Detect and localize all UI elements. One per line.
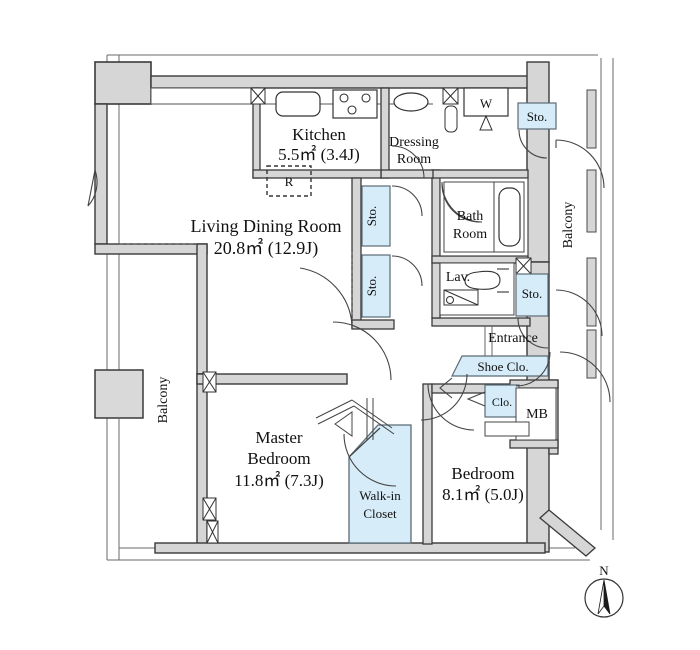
balcony-right-label: Balcony — [561, 202, 576, 249]
dressing-label-line1: Dressing — [389, 135, 439, 150]
structural-column-top-left — [94, 61, 152, 105]
washer-label: W — [480, 96, 493, 111]
window-markers — [202, 371, 219, 544]
wall-kitchen-bottom — [252, 169, 382, 179]
entrance-threshold — [484, 326, 493, 356]
compass-needle-light — [597, 579, 605, 615]
walk-in-closet-line2: Closet — [363, 506, 397, 521]
lav-label: Lav. — [446, 270, 470, 285]
wall-top — [150, 75, 540, 89]
toilet-icon — [464, 270, 501, 290]
bath-label-line1: Bath — [457, 209, 483, 224]
bath-room-group — [439, 177, 529, 257]
wall-master-top — [196, 373, 348, 385]
compass-n-label: N — [599, 563, 609, 578]
dressing-fixtures: W — [250, 87, 509, 133]
wall-ldk-left-vert — [196, 243, 208, 375]
shoe-closet[interactable] — [451, 355, 549, 377]
kitchen-area-label: 5.5㎡ (3.4J) — [278, 145, 360, 164]
sto-ldk-upper[interactable] — [361, 185, 391, 247]
room-labels: Kitchen 5.5㎡ (3.4J) Living Dining Room 2… — [156, 125, 576, 504]
wall-ldk-right — [351, 177, 362, 329]
sto-ldk-lower-label: Sto. — [364, 276, 379, 297]
north-arrow: N — [584, 563, 624, 618]
sink-icon — [275, 91, 321, 117]
ldk-name-label: Living Dining Room — [190, 216, 341, 236]
closets-group: Sto. Sto. Sto. Sto. Shoe Clo. Clo. Walk-… — [348, 102, 557, 544]
wall-left-upper — [94, 103, 108, 245]
stove-icon — [332, 89, 378, 119]
dressing-label-line2: Room — [397, 152, 431, 167]
wall-bath-bottom — [431, 255, 529, 264]
master-area-label: 11.8㎡ (7.3J) — [234, 471, 324, 490]
ac-unit-balcony-left — [94, 369, 144, 419]
wall-bath-top — [431, 169, 529, 179]
sto-ldk-upper-label: Sto. — [364, 206, 379, 227]
kitchen-fixtures: R — [266, 89, 378, 197]
sliding-door-lines — [315, 398, 395, 440]
sto-top-right[interactable] — [517, 102, 557, 130]
wall-bath-left — [431, 169, 441, 319]
balcony-left-label: Balcony — [156, 377, 171, 424]
wall-diagonal-bottom-right — [539, 509, 596, 557]
wall-entrance-top — [431, 317, 531, 327]
sto-mid-right[interactable] — [515, 273, 549, 317]
wall-mb-bottom — [509, 439, 559, 449]
master-label-line2: Bedroom — [247, 449, 310, 468]
wall-right-upper — [526, 61, 550, 263]
lavatory-group — [439, 257, 532, 316]
door-swings — [87, 129, 611, 487]
sto-top-right-label: Sto. — [527, 109, 548, 124]
ldk-area-label: 20.8㎡ (12.9J) — [214, 237, 319, 259]
balcony-right-railings — [586, 89, 597, 379]
bedroom-area-label: 8.1㎡ (5.0J) — [442, 485, 524, 504]
wall-master-left — [196, 373, 208, 553]
mb-label: MB — [526, 407, 548, 422]
bath-label-line2: Room — [453, 227, 487, 242]
wall-dressing-bottom — [380, 169, 434, 179]
master-label-line1: Master — [255, 428, 303, 447]
refrigerator-label: R — [285, 174, 294, 189]
wall-bedroom-left — [422, 383, 433, 545]
kitchen-name-label: Kitchen — [292, 125, 346, 144]
shelf-below-closet — [484, 421, 530, 437]
wall-dressing-left — [380, 87, 390, 179]
wall-bottom — [154, 542, 546, 554]
closet-small-label: Clo. — [492, 395, 512, 409]
walk-in-closet-line1: Walk-in — [359, 488, 401, 503]
bathtub-icon — [498, 187, 521, 247]
entrance-label: Entrance — [488, 331, 538, 346]
wall-ldk-lowleft — [94, 243, 208, 255]
shoe-closet-label: Shoe Clo. — [477, 359, 528, 374]
sto-ldk-lower[interactable] — [361, 254, 391, 318]
bedroom-name-label: Bedroom — [451, 464, 514, 483]
basin-icon — [393, 92, 429, 112]
washer-icon — [463, 87, 509, 117]
sto-mid-right-label: Sto. — [522, 286, 543, 301]
refrigerator-icon — [266, 165, 312, 197]
